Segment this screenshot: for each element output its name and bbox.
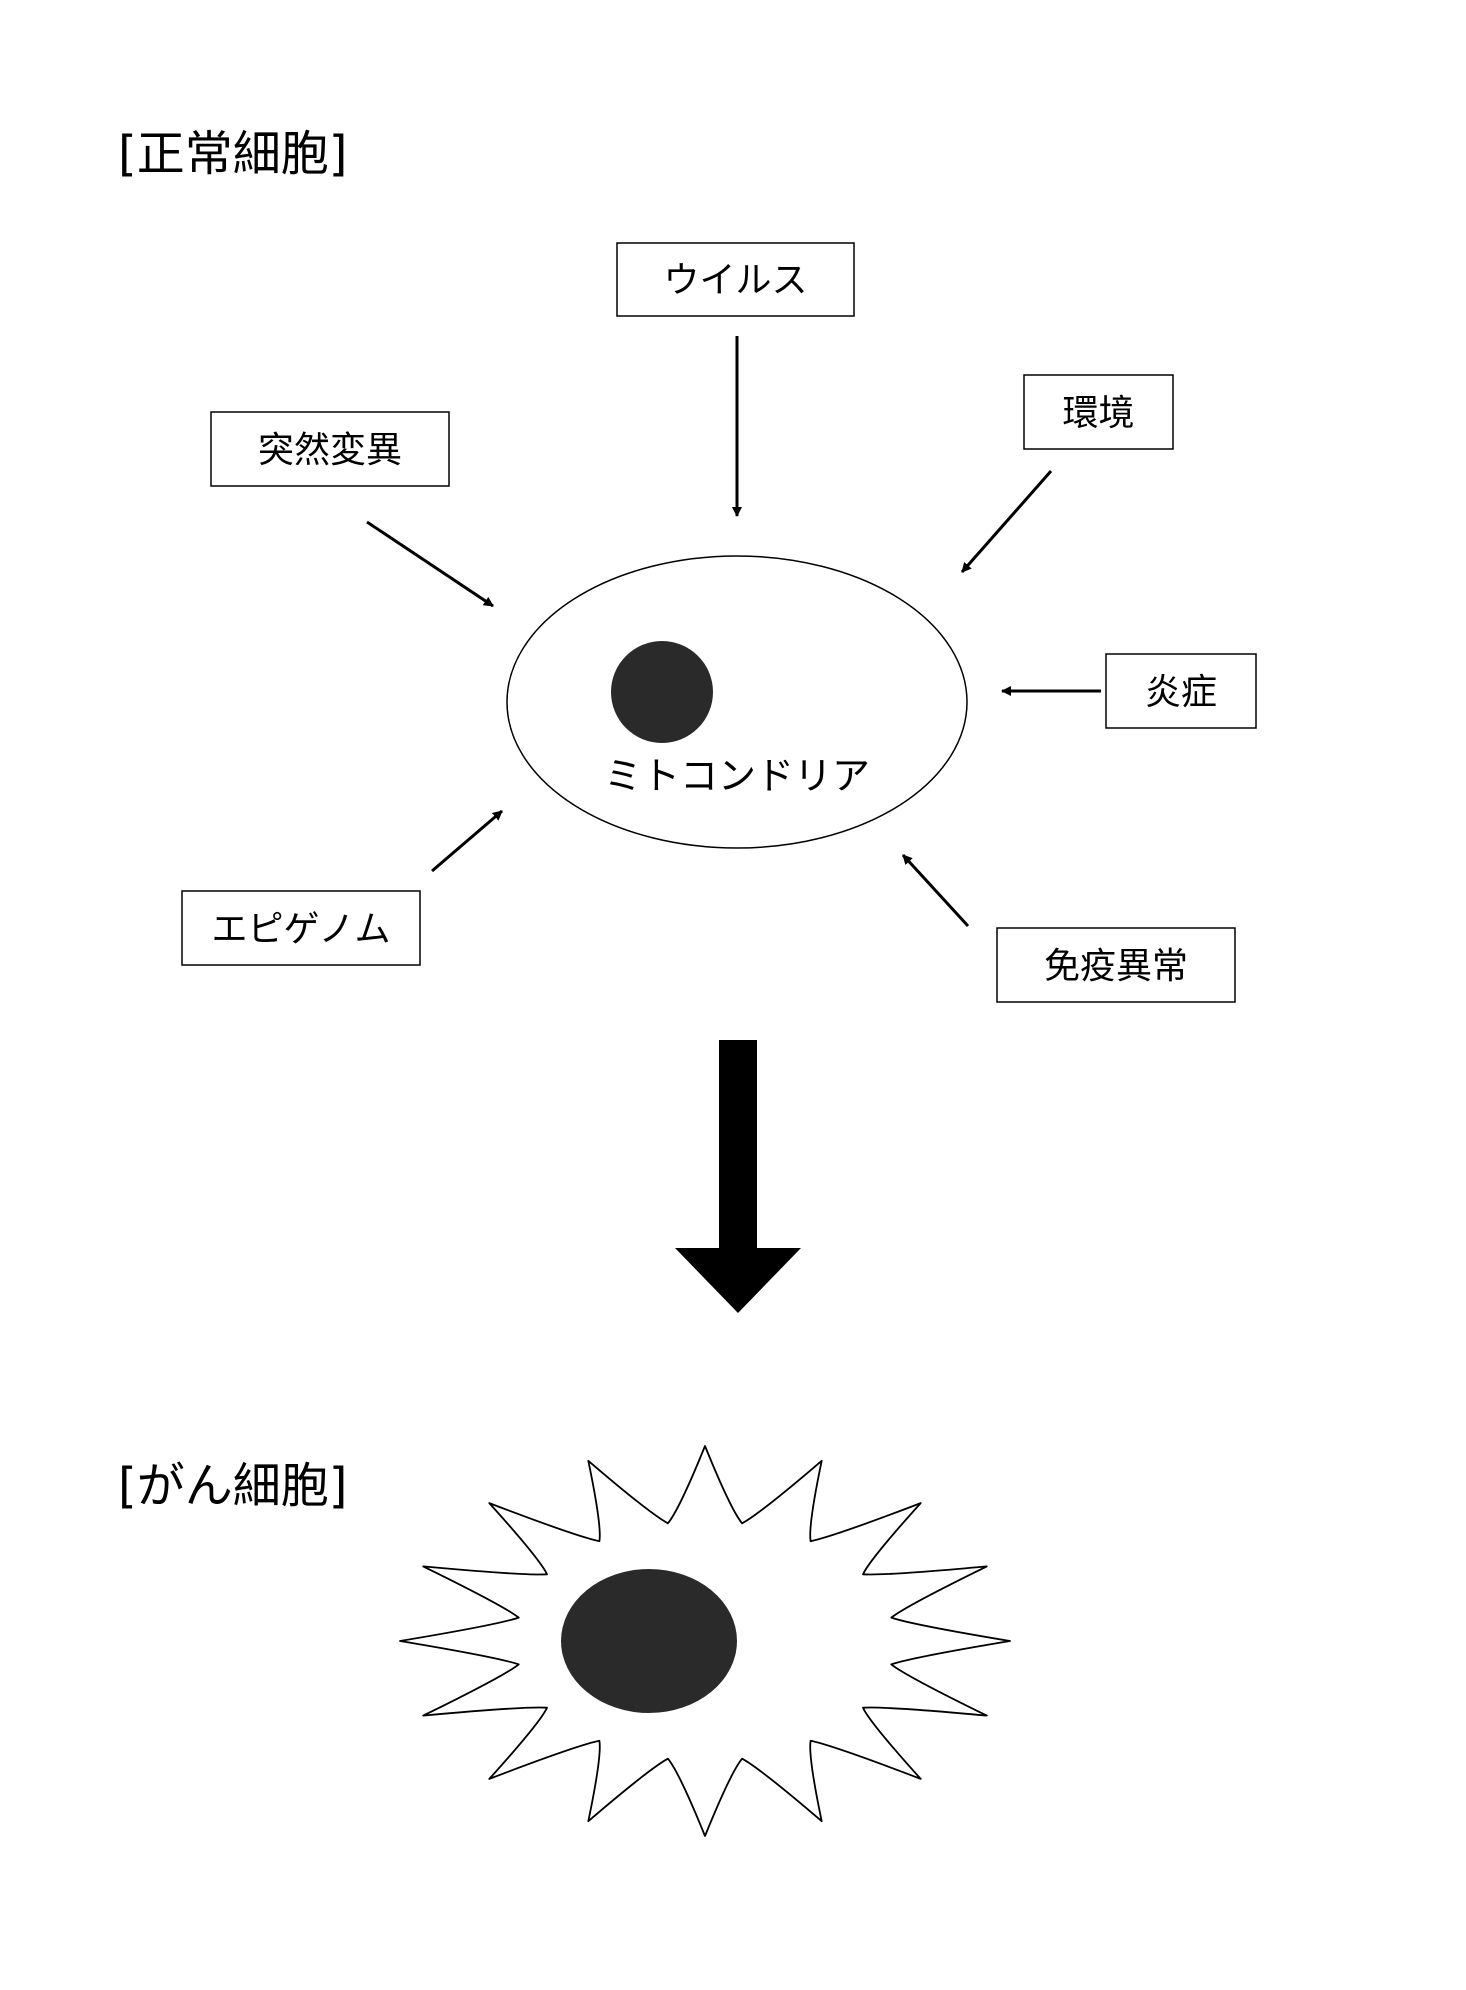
cell-membrane xyxy=(506,555,968,849)
normal-cell: ミトコンドリア xyxy=(506,555,968,849)
arrow-immune-abnormality xyxy=(901,853,970,928)
arrow-epigenome xyxy=(431,809,503,873)
factor-box-environment: 環境 xyxy=(1023,374,1174,450)
factor-label-inflammation: 炎症 xyxy=(1145,672,1217,713)
factor-box-immune-abnormality: 免疫異常 xyxy=(996,927,1236,1003)
heading-cancer-cell: [がん細胞] xyxy=(118,1458,347,1514)
cancer-nucleus xyxy=(561,1569,737,1713)
factor-box-epigenome: エピゲノム xyxy=(181,890,421,966)
mitochondria-label: ミトコンドリア xyxy=(604,754,870,798)
nucleus xyxy=(611,641,713,743)
factor-box-inflammation: 炎症 xyxy=(1105,653,1257,729)
cancer-cell-membrane xyxy=(399,1445,1011,1837)
factor-label-epigenome: エピゲノム xyxy=(212,909,391,950)
arrow-mutation xyxy=(366,520,494,608)
factor-box-mutation: 突然変異 xyxy=(210,411,450,487)
arrow-environment xyxy=(960,470,1053,573)
cancer-cell xyxy=(399,1445,1011,1837)
transformation-arrow xyxy=(675,1040,801,1313)
factor-box-virus: ウイルス xyxy=(616,242,855,317)
factor-label-immune-abnormality: 免疫異常 xyxy=(1044,946,1188,987)
heading-normal-cell: [正常細胞] xyxy=(118,126,347,182)
factor-label-virus: ウイルス xyxy=(663,260,807,301)
factor-label-environment: 環境 xyxy=(1062,393,1134,434)
factor-label-mutation: 突然変異 xyxy=(258,430,402,471)
